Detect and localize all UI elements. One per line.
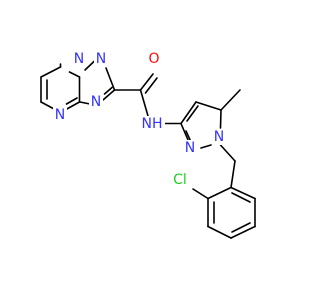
bond [230,225,256,239]
atom-label: N [74,51,84,67]
bonds [40,59,256,239]
bond [207,186,232,200]
bond [139,73,154,91]
bond [200,144,212,149]
oxygen-carbonyl-atom: O [146,51,162,67]
atom-labels: N N N N O NH N N [53,51,226,188]
bond [40,66,62,78]
atom-label: N [55,107,65,123]
atom-label: N [185,140,195,156]
nitrogen-pyrimidine-atom: N [53,107,67,123]
bond [84,59,96,71]
bond [231,192,251,203]
bond [103,86,113,95]
bond [186,105,199,122]
bond [139,89,149,117]
bond [180,122,189,141]
bond [207,225,232,239]
bond [105,67,116,91]
atom-label: O [148,51,159,67]
bond [144,77,158,94]
nitrogen-pyrazole-1-atom: N [212,129,226,145]
bond [219,144,236,162]
bond [231,222,251,233]
bond [102,89,116,101]
bond [220,89,241,111]
nitrogen-triazole-4-atom: N [89,94,103,110]
atom-label: N [96,51,106,67]
atom-label: N [214,129,224,145]
chlorine-atom: Cl [169,172,191,188]
bond [65,97,78,105]
bond [195,101,222,111]
chemical-structure: N N N N O NH N N [40,51,256,239]
atom-label: Cl [173,172,187,188]
amide-nh-atom: NH [140,116,165,132]
nitrogen-pyrazole-2-atom: N [183,140,197,156]
bond [230,160,236,189]
bond [230,186,256,200]
atom-label: NH [142,116,163,132]
atom-label: N [91,94,101,110]
nitrogen-triazole-2-atom: N [94,51,108,67]
bond [219,109,222,129]
bond [180,101,197,125]
nitrogen-bridge-atom: N [72,51,86,67]
bond [68,71,81,78]
bond [192,188,209,200]
bond [79,101,91,105]
bond [64,101,81,111]
